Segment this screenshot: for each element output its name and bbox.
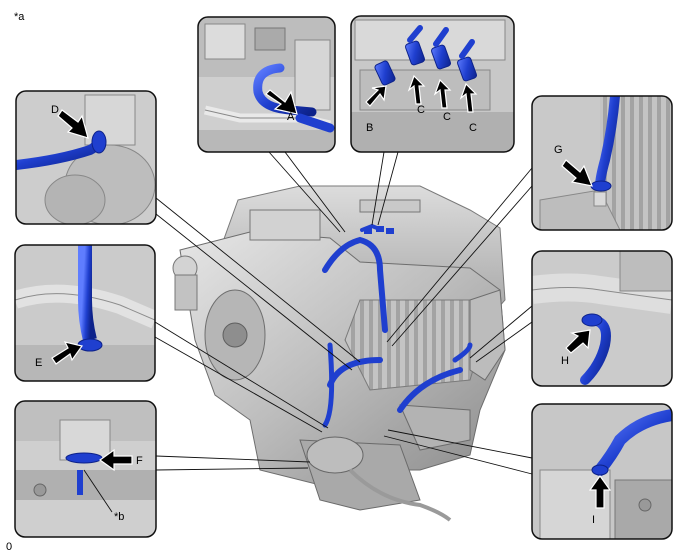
arrow-icon	[588, 474, 612, 509]
detail-panel-h: H	[531, 250, 673, 387]
figure-label: *a	[14, 11, 25, 23]
callout-sub-b: *b	[114, 511, 124, 523]
arrow-icon	[98, 448, 133, 472]
detail-panel-e: E	[14, 244, 156, 382]
arrow-icon	[561, 159, 593, 187]
callout-a: A	[287, 111, 295, 123]
callout-c-3: C	[469, 122, 477, 134]
arrow-icon	[433, 78, 452, 109]
detail-panel-i: I	[531, 403, 673, 540]
callout-e: E	[35, 357, 42, 369]
callout-h: H	[561, 355, 569, 367]
arrow-icon	[265, 89, 298, 115]
callout-g: G	[554, 144, 563, 156]
callout-c-2: C	[443, 111, 451, 123]
callout-i: I	[592, 514, 595, 526]
arrow-icon	[459, 82, 478, 113]
arrow-icon	[57, 109, 89, 139]
detail-panel-d: D	[15, 90, 157, 225]
leader-lines	[154, 151, 533, 475]
arrow-icon	[51, 341, 84, 365]
arrow-icon	[365, 85, 387, 107]
callout-f: F	[136, 455, 143, 467]
engine-assembly	[172, 185, 506, 522]
detail-panel-g: G	[531, 95, 673, 231]
detail-panel-bc: B C C C	[350, 15, 515, 153]
callout-b: B	[366, 122, 373, 134]
callout-d: D	[51, 104, 59, 116]
detail-panel-f: F *b	[14, 400, 157, 538]
arrow-icon	[407, 74, 426, 105]
callout-c-1: C	[417, 104, 425, 116]
arrow-icon	[565, 329, 591, 354]
footer-label: 0	[6, 541, 13, 553]
detail-panel-a: A	[197, 16, 336, 153]
